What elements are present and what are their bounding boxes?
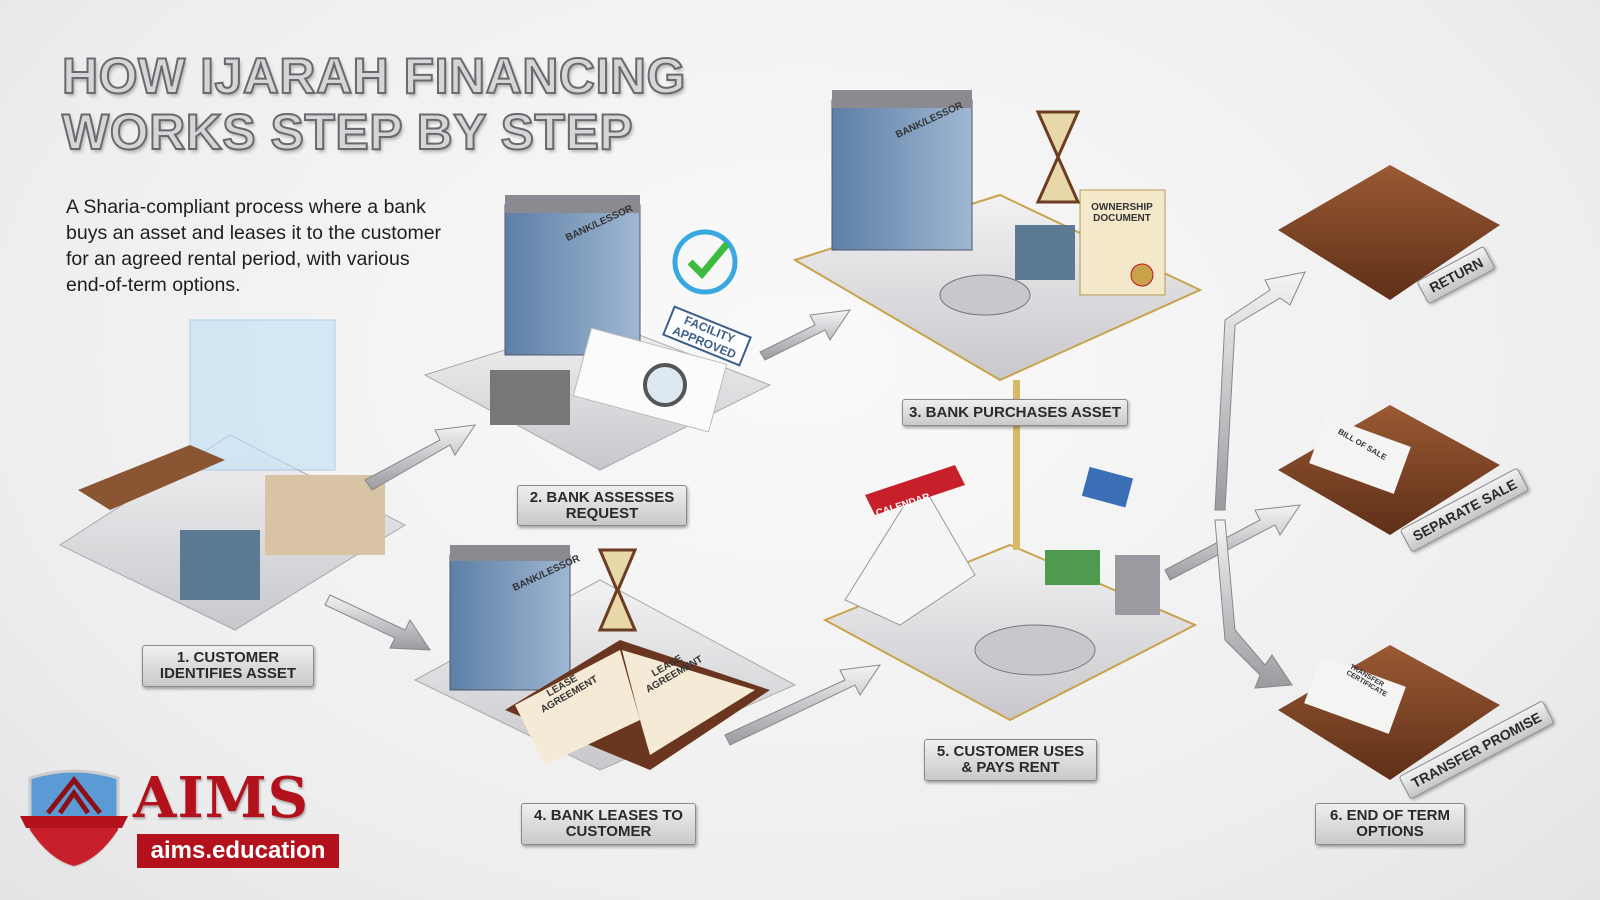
page-title: HOW IJARAH FINANCING WORKS STEP BY STEP: [61, 47, 686, 161]
arrow-4-5: [724, 664, 882, 746]
magnifier-icon: [643, 363, 687, 407]
logo-url[interactable]: aims.education: [137, 834, 339, 868]
calendar-icon: [844, 479, 976, 626]
arrow-1-4: [324, 594, 431, 651]
step-6-label: 6. END OF TERM OPTIONS: [1315, 803, 1465, 845]
step-3-label: 3. BANK PURCHASES ASSET: [902, 399, 1128, 426]
cash-icon: [1045, 550, 1100, 585]
aims-shield-logo-icon: [20, 769, 128, 868]
description: A Sharia-compliant process where a bank …: [66, 196, 442, 296]
bank-building-icon: [504, 195, 641, 356]
logo-name: AIMS: [133, 765, 310, 831]
arrow-1-2: [364, 424, 477, 491]
bank-building-icon: [449, 545, 571, 691]
arrow-2-3: [759, 309, 852, 361]
machine-icon: [180, 530, 260, 600]
step-5-label: 5. CUSTOMER USES & PAYS RENT: [924, 739, 1097, 781]
ownership-document-label: OWNERSHIP DOCUMENT: [1091, 202, 1153, 224]
step-1-label: 1. CUSTOMER IDENTIFIES ASSET: [142, 645, 314, 687]
arrow-to-return: [1214, 271, 1306, 511]
atm-icon: [1115, 555, 1160, 615]
checkmark-icon: [672, 229, 738, 295]
step-4-label: 4. BANK LEASES TO CUSTOMER: [521, 803, 696, 845]
car-icon: [974, 624, 1096, 676]
hourglass-icon: [597, 548, 638, 632]
hologram-screen-icon: [189, 319, 336, 471]
car-icon: [939, 274, 1031, 316]
arrow-5-6: [1164, 504, 1302, 581]
floorplan-icon: [265, 475, 385, 555]
hourglass-icon: [1035, 110, 1081, 204]
credit-card-icon: [1081, 466, 1134, 508]
title-line-2: WORKS STEP BY STEP: [61, 103, 634, 161]
title-line-1: HOW IJARAH FINANCING: [61, 47, 686, 105]
arrow-to-transfer: [1214, 519, 1293, 689]
machine-icon: [1015, 225, 1075, 280]
calculator-icon: [490, 370, 570, 425]
platform-return: [1278, 165, 1500, 300]
step-2-label: 2. BANK ASSESSES REQUEST: [517, 485, 687, 526]
bank-building-icon: [831, 90, 973, 251]
connector-line: [1013, 380, 1020, 550]
desk-icon: [78, 445, 225, 510]
